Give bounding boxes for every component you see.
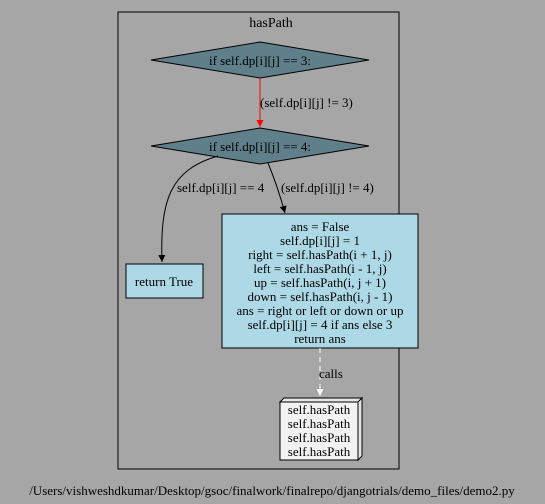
calls-line: self.hasPath — [288, 402, 351, 417]
edge-label-cond2-return: self.dp[i][j] == 4 — [177, 180, 265, 195]
edge-label-cond1-cond2: (self.dp[i][j] != 3) — [260, 95, 353, 110]
body-box — [221, 213, 419, 349]
return-true-node[interactable]: return True — [125, 263, 204, 299]
calls-node[interactable]: self.hasPath self.hasPath self.hasPath s… — [278, 396, 364, 462]
edge-cond2-body: (self.dp[i][j] != 4) — [267, 162, 374, 214]
body-line: return ans — [294, 331, 346, 346]
condition-label-2: if self.dp[i][j] == 4: — [209, 139, 311, 154]
edge-label-cond2-body: (self.dp[i][j] != 4) — [281, 180, 374, 195]
body-line: right = self.hasPath(i + 1, j) — [248, 247, 392, 262]
edge-line-cond2-body — [267, 162, 287, 214]
body-line: ans = right or left or down or up — [237, 303, 404, 318]
condition-node-2[interactable]: if self.dp[i][j] == 4: — [150, 127, 370, 165]
calls-line: self.hasPath — [288, 416, 351, 431]
edge-cond2-return: self.dp[i][j] == 4 — [158, 155, 265, 263]
body-line: down = self.hasPath(i, j - 1) — [248, 289, 393, 304]
edge-line-cond2-return — [158, 155, 219, 263]
return-true-label: return True — [135, 274, 193, 289]
edge-body-calls: calls — [316, 348, 343, 396]
body-line: left = self.hasPath(i - 1, j) — [253, 261, 386, 276]
calls-line: self.hasPath — [288, 444, 351, 459]
calls-box-front — [279, 401, 359, 461]
footer-file-path: /Users/vishweshdkumar/Desktop/gsoc/final… — [29, 483, 515, 498]
condition-node-1[interactable]: if self.dp[i][j] == 3: — [150, 41, 370, 79]
cluster-title: hasPath — [249, 16, 293, 31]
return-true-box — [125, 263, 204, 299]
edge-label-body-calls: calls — [319, 366, 343, 381]
body-line: ans = False — [291, 219, 350, 234]
body-line: self.dp[i][j] = 1 — [280, 233, 360, 248]
body-line: up = self.hasPath(i, j + 1) — [254, 275, 386, 290]
body-node[interactable]: ans = False self.dp[i][j] = 1 right = se… — [221, 213, 419, 349]
calls-box-side — [357, 396, 363, 462]
condition-diamond-2 — [150, 127, 370, 165]
condition-label-1: if self.dp[i][j] == 3: — [209, 53, 311, 68]
edge-cond1-cond2: (self.dp[i][j] != 3) — [256, 78, 353, 127]
calls-line: self.hasPath — [288, 430, 351, 445]
body-line: self.dp[i][j] = 4 if ans else 3 — [248, 317, 393, 332]
